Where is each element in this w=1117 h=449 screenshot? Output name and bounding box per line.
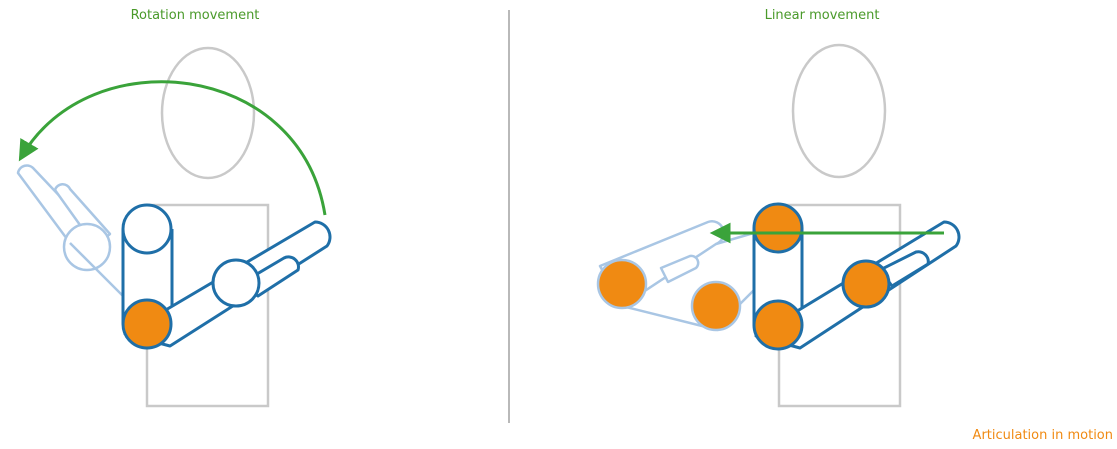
shoulder-joint [121,203,173,255]
ghost-joint-elbow [690,280,742,332]
linear-title: Linear movement [764,8,880,23]
forearm [754,220,961,350]
elbow-joint-active [121,298,173,350]
shoulder-joint-active [752,202,804,254]
elbow-joint-active [752,299,804,351]
ghost-joint-shoulder [596,258,648,310]
legend-label: Articulation in motion [972,428,1113,443]
rotation-title: Rotation movement [130,8,260,23]
forearm [123,220,332,348]
wrist-joint [211,258,261,308]
head-outline [160,46,256,180]
head-outline [791,43,887,179]
linear-panel [596,43,961,408]
rotation-panel [16,46,332,408]
rotation-arrow [18,80,327,216]
wrist-joint-active [841,259,891,309]
